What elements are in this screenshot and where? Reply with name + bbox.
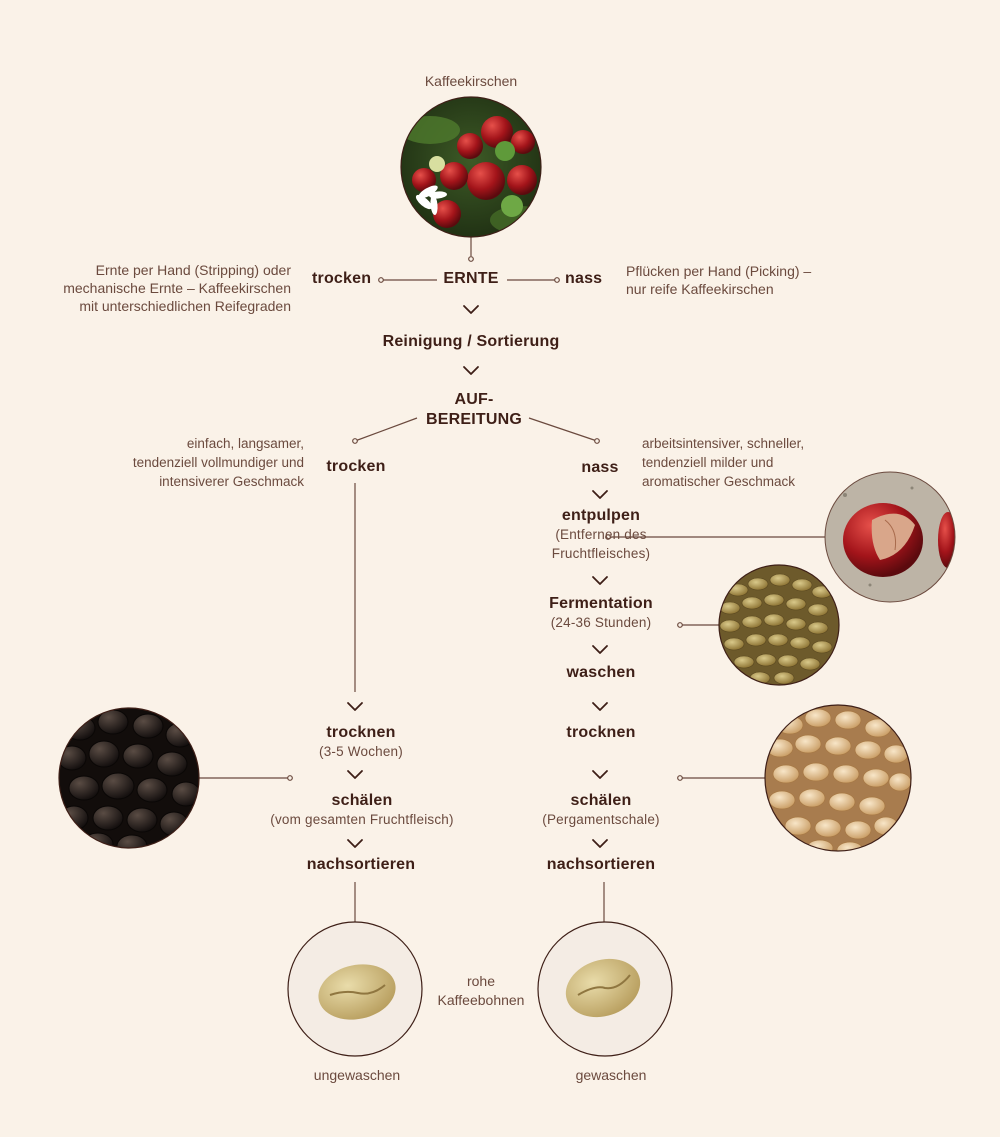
step-dry-peeling-title: schälen [331,792,393,809]
processing-title-line: BEREITUNG [425,411,523,428]
step-fermentation: Fermentation (24-36 Stunden) [549,595,653,632]
harvest-wet-label: nass [565,270,603,287]
chevron-down-icon [592,839,608,848]
dry-harvest-note-line: Ernte per Hand (Stripping) oder [95,262,291,278]
washed-bean-image [537,921,673,1057]
chevron-down-icon [347,702,363,711]
chevron-down-icon [463,366,479,375]
processing-title-line: AUF- [454,391,494,408]
dry-harvest-note: Ernte per Hand (Stripping) oder mechanis… [63,261,291,315]
raw-beans-label: rohe Kaffeebohnen [438,972,525,1010]
dried-cherries-image [58,707,200,849]
chevron-down-icon [592,702,608,711]
wet-processing-note-line: aromatischer Geschmack [642,474,796,489]
step-dry-sorting: nachsortieren [306,856,416,873]
harvest-title: ERNTE [443,270,499,287]
chevron-down-icon [347,839,363,848]
step-dry-peeling: schälen (vom gesamten Fruchtfleisch) [270,792,453,829]
step-dry-drying: trocknen (3-5 Wochen) [319,724,403,761]
harvest-dry-label: trocken [312,270,372,287]
chevron-down-icon [592,645,608,654]
chevron-down-icon [347,770,363,779]
wet-harvest-note-line: nur reife Kaffeekirschen [626,281,774,297]
coffee-cherries-image [400,96,542,238]
processing-title: AUF- BEREITUNG [426,390,522,430]
step-wet-peeling-title: schälen [570,792,632,809]
dry-processing-note-line: intensiverer Geschmack [159,474,304,489]
unwashed-bean-image [287,921,423,1057]
step-dry-drying-sub: (3-5 Wochen) [319,744,403,759]
dry-processing-label: trocken [326,458,386,475]
dry-harvest-note-line: mechanische Ernte – Kaffeekirschen [63,280,291,296]
cherries-label: Kaffeekirschen [424,73,518,89]
pulped-cherry-image [824,471,956,603]
step-fermentation-sub: (24-36 Stunden) [550,615,652,630]
raw-beans-label-line: Kaffeebohnen [437,992,525,1008]
chevron-down-icon [592,576,608,585]
dry-processing-note-line: einfach, langsamer, [186,436,304,451]
step-wet-sorting: nachsortieren [546,856,656,873]
chevron-down-icon [463,305,479,314]
step-wet-peeling-sub: (Pergamentschale) [542,812,660,827]
dry-harvest-note-line: mit unterschiedlichen Reifegraden [79,298,291,314]
dry-processing-note-line: tendenziell vollmundiger und [132,455,304,470]
connector-dots [287,256,683,781]
step-pulping: entpulpen (Entfernen des Fruchtfleisches… [552,507,650,563]
step-fermentation-title: Fermentation [549,595,653,612]
step-dry-drying-title: trocknen [326,724,396,741]
wet-processing-label: nass [581,459,619,476]
step-washing: waschen [566,664,636,681]
wet-harvest-note-line: Pflücken per Hand (Picking) – [626,263,812,279]
chevron-down-icon [592,490,608,499]
step-wet-peeling: schälen (Pergamentschale) [542,792,659,829]
raw-beans-label-line: rohe [466,973,496,989]
step-pulping-sub: (Entfernen des [555,527,647,542]
step-pulping-title: entpulpen [561,507,641,524]
cleaning-step: Reinigung / Sortierung [382,333,560,350]
connector-lines [199,237,825,922]
wet-processing-note-line: tendenziell milder und [642,455,774,470]
wet-processing-note: arbeitsintensiver, schneller, tendenziel… [642,434,804,491]
dry-processing-note: einfach, langsamer, tendenziell vollmund… [133,434,304,491]
washed-label: gewaschen [575,1067,647,1083]
unwashed-label: ungewaschen [313,1067,401,1083]
chevron-down-icon [592,770,608,779]
parchment-beans-image [764,704,912,852]
wet-processing-note-line: arbeitsintensiver, schneller, [642,436,805,451]
wet-harvest-note: Pflücken per Hand (Picking) – nur reife … [626,262,811,298]
fermentation-beans-image [718,564,840,686]
step-wet-drying: trocknen [566,724,636,741]
step-dry-peeling-sub: (vom gesamten Fruchtfleisch) [270,812,454,827]
step-pulping-sub: Fruchtfleisches) [551,546,651,561]
